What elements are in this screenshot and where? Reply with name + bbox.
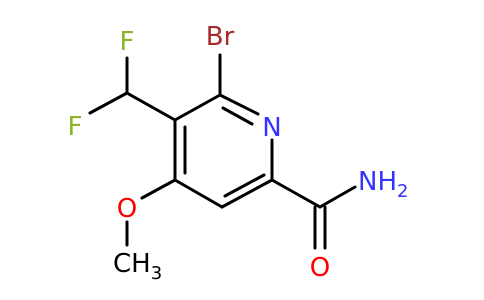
bond-c3-chf2 (125, 91, 177, 122)
atom-label-ring-nitrogen: N (262, 113, 281, 143)
bond-c5-c6 (220, 178, 274, 209)
methyl-subscript: 3 (151, 263, 162, 284)
bond-n1-c2 (218, 93, 260, 116)
amide-nitrogen-text: NH (358, 167, 397, 197)
bond-carbonyl-nh2 (318, 185, 357, 209)
bond-c2-c3 (173, 93, 222, 122)
atom-label-amide-nitrogen: NH2 (358, 167, 408, 202)
bond-chf2-f-left (88, 91, 129, 115)
bond-c4-c5 (173, 178, 224, 209)
bond-c6-carbonyl (270, 178, 322, 209)
bond-lines (88, 53, 357, 250)
atom-label-fluorine-top: F (120, 27, 135, 57)
atom-label-carbonyl-oxygen: O (310, 253, 330, 283)
bond-c5-c6-inner (223, 173, 266, 198)
bond-c4-o (140, 178, 177, 200)
atom-label-bromine: Br (206, 22, 235, 52)
atom-label-methyl: CH3 (113, 249, 162, 284)
methyl-text: CH (113, 249, 151, 279)
atom-label-fluorine-left: F (68, 112, 83, 142)
bond-n1-c2-inner (221, 106, 254, 126)
atom-label-methoxy-oxygen: O (117, 194, 137, 224)
amide-subscript: 2 (397, 181, 408, 202)
